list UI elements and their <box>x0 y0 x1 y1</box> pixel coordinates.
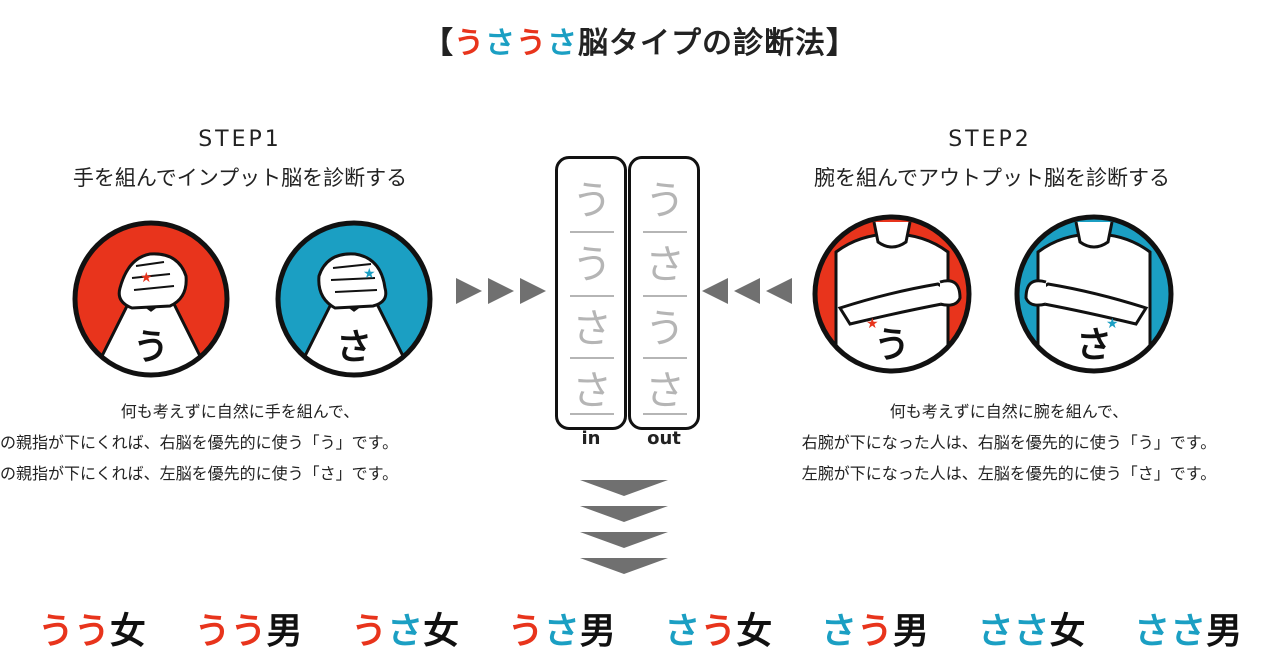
step1-circle-u: ★ <box>72 220 230 378</box>
step1-circle-u-char: う <box>132 327 169 368</box>
step2-label: STEP2 <box>948 127 1032 152</box>
blue-star-icon: ★ <box>363 266 376 282</box>
in-column: う う さ さ <box>555 156 627 430</box>
step2-description: 何も考えずに自然に腕を組んで、 右腕が下になった人は、右脳を優先的に使う「う」で… <box>740 396 1278 489</box>
step2-desc-line: 左腕が下になった人は、左脳を優先的に使う「さ」です。 <box>801 464 1217 483</box>
title-bracket-close: 】 <box>826 26 857 61</box>
step2-desc-line: 何も考えずに自然に腕を組んで、 <box>889 402 1129 421</box>
result-item: ささ男 <box>1134 611 1243 652</box>
title-u1: う <box>454 26 485 61</box>
out-cell: さ <box>645 368 685 414</box>
step1-subtitle: 手を組んでインプット脳を診断する <box>72 166 408 190</box>
step2-circle-sa: ★ <box>1014 214 1174 374</box>
out-label: out <box>647 428 681 449</box>
in-label: in <box>581 428 601 449</box>
step2-circle-u-char: う <box>873 325 910 366</box>
result-combinations: うう女 うう男 うさ女 うさ男 さう女 さう男 ささ女 ささ男 <box>0 602 1280 654</box>
red-star-icon: ★ <box>140 270 153 286</box>
out-cell: さ <box>645 242 685 288</box>
result-item: さう女 <box>664 611 773 652</box>
arrow-left-icon <box>702 278 792 304</box>
out-cell: う <box>645 178 685 224</box>
step1-desc-line: の親指が下にくれば、左脳を優先的に使う「さ」です。 <box>0 464 399 483</box>
arrow-right-icon <box>456 278 546 304</box>
step1-label: STEP1 <box>198 127 282 152</box>
step2-circle-sa-char: さ <box>1075 325 1112 366</box>
step1-desc-line: 何も考えずに自然に手を組んで、 <box>120 402 360 421</box>
step1-description: 何も考えずに自然に手を組んで、 の親指が下にくれば、右脳を優先的に使う「う」です… <box>0 396 480 489</box>
result-item: うう男 <box>194 611 303 652</box>
title-sa1: さ <box>485 26 516 61</box>
step1-circle-sa: ★ <box>275 220 433 378</box>
in-cell: う <box>572 242 612 288</box>
title-bracket-open: 【 <box>423 26 454 61</box>
step1-circle-sa-char: さ <box>335 327 372 368</box>
result-item: ささ女 <box>977 611 1086 652</box>
title-text: 脳タイプの診断法 <box>578 26 826 61</box>
result-item: さう男 <box>820 611 929 652</box>
result-item: うさ女 <box>351 611 460 652</box>
title-u2: う <box>516 26 547 61</box>
blue-star-icon: ★ <box>1106 316 1119 332</box>
out-cell: う <box>645 306 685 352</box>
result-item: うさ男 <box>507 611 616 652</box>
out-column: う さ う さ <box>628 156 700 430</box>
step2-circle-u: ★ <box>812 214 972 374</box>
step2-desc-line: 右腕が下になった人は、右脳を優先的に使う「う」です。 <box>801 433 1217 452</box>
page-title: 【うさうさ脳タイプの診断法】 <box>0 18 1280 62</box>
in-cell: さ <box>572 306 612 352</box>
title-sa2: さ <box>547 26 578 61</box>
arrow-down-icon <box>580 480 668 574</box>
result-item: うう女 <box>37 611 146 652</box>
in-cell: う <box>572 178 612 224</box>
step1-desc-line: の親指が下にくれば、右脳を優先的に使う「う」です。 <box>0 433 399 452</box>
step2-subtitle: 腕を組んでアウトプット脳を診断する <box>814 166 1170 190</box>
in-cell: さ <box>572 368 612 414</box>
red-star-icon: ★ <box>866 316 879 332</box>
